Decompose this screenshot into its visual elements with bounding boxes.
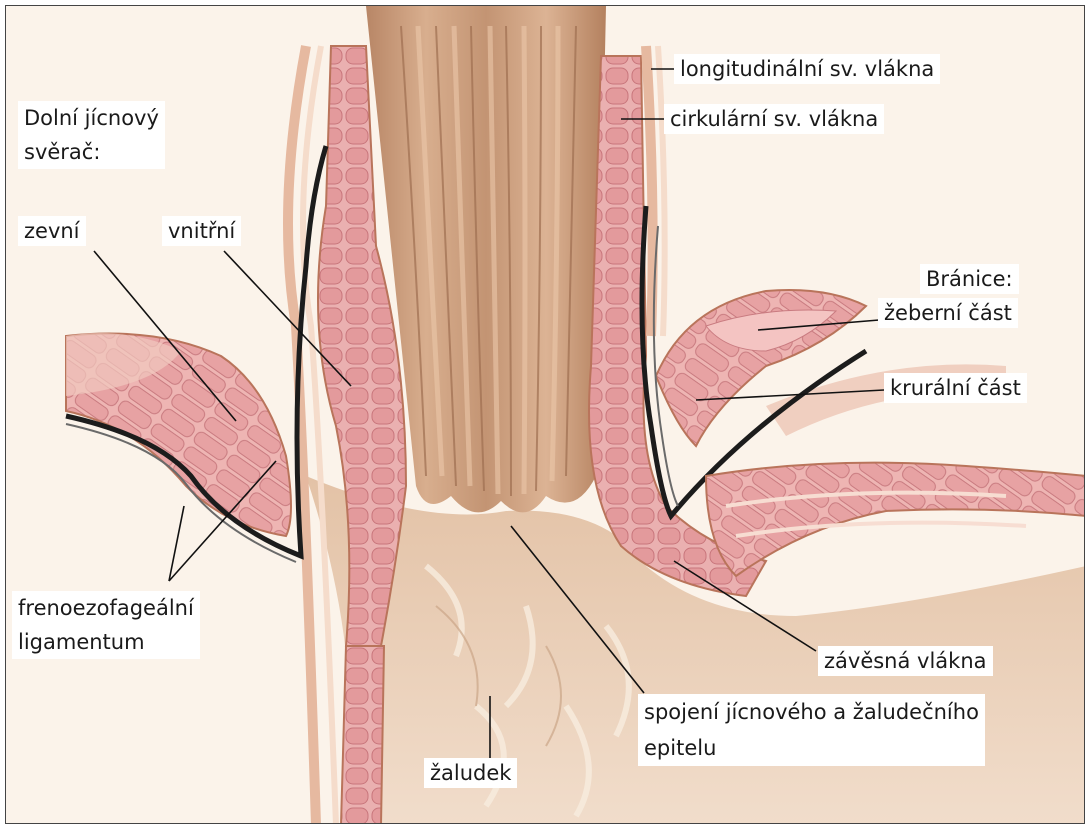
leader-zeberni <box>758 320 879 330</box>
label-cirkularni: cirkulární sv. vlákna <box>664 104 884 134</box>
title-line-1: Dolní jícnový <box>24 101 159 135</box>
label-spojeni-line-2: epitelu <box>644 730 979 766</box>
title-sphincter: Dolní jícnový svěrač: <box>18 101 165 169</box>
label-branice: Bránice: <box>920 264 1019 294</box>
leader-kruralni <box>696 390 884 400</box>
leader-vnitrni <box>224 251 351 386</box>
diagram-frame: Dolní jícnový svěrač: zevní vnitřní long… <box>5 5 1085 824</box>
label-longitudinalni: longitudinální sv. vlákna <box>674 54 940 84</box>
label-zaludek: žaludek <box>424 758 517 788</box>
leader-spojeni <box>511 526 644 693</box>
label-zeberni: žeberní část <box>878 298 1018 328</box>
label-zevni: zevní <box>18 216 86 246</box>
leader-freno-1 <box>169 506 184 581</box>
label-vnitrni: vnitřní <box>162 216 241 246</box>
leader-zevni <box>94 251 236 421</box>
label-freno-line-1: frenoezofageální <box>18 591 194 625</box>
leader-freno-2 <box>169 461 276 581</box>
title-line-2: svěrač: <box>24 135 159 169</box>
leader-zavesna <box>674 561 816 651</box>
label-spojeni: spojení jícnového a žaludečního epitelu <box>638 694 985 766</box>
label-kruralni: krurální část <box>884 373 1027 403</box>
label-zavesna: závěsná vlákna <box>818 646 993 676</box>
label-spojeni-line-1: spojení jícnového a žaludečního <box>644 694 979 730</box>
label-frenoezofagealni: frenoezofageální ligamentum <box>12 591 200 659</box>
label-freno-line-2: ligamentum <box>18 625 194 659</box>
